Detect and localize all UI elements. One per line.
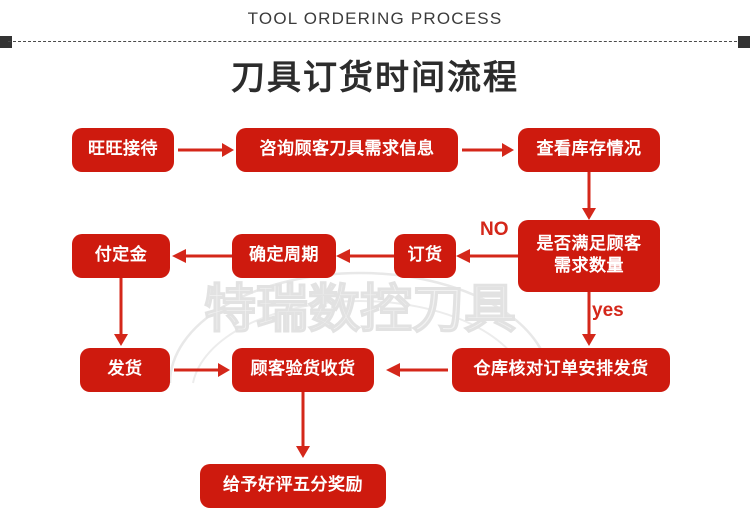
divider-cap-right [738, 36, 750, 48]
divider-dashed-line [8, 41, 742, 42]
node-five-star-review-reward[interactable]: 给予好评五分奖励 [200, 464, 386, 508]
arrow-n2-to-n3 [462, 142, 514, 158]
arrow-n3-to-n4 [580, 172, 598, 220]
node-consult-customer-tool-needs[interactable]: 咨询顾客刀具需求信息 [236, 128, 458, 172]
edge-label-yes: yes [592, 300, 624, 321]
edge-label-no: NO [480, 219, 509, 240]
arrow-n6-to-n7 [172, 248, 232, 264]
arrow-n7-to-n8 [112, 278, 130, 346]
node-meets-customer-demand-quantity[interactable]: 是否满足顾客 需求数量 [518, 220, 660, 292]
arrow-n9-to-n11 [294, 392, 312, 458]
arrow-n4-to-n10 [580, 292, 598, 346]
node-pay-deposit[interactable]: 付定金 [72, 234, 170, 278]
arrow-n8-to-n9 [174, 362, 230, 378]
eyebrow-title: TOOL ORDERING PROCESS [247, 9, 503, 28]
node-confirm-lead-time[interactable]: 确定周期 [232, 234, 336, 278]
arrow-n4-to-n5 [456, 248, 518, 264]
page-title: 刀具订货时间流程 [231, 58, 519, 98]
node-place-order[interactable]: 订货 [394, 234, 456, 278]
header-divider [0, 36, 750, 48]
node-check-inventory[interactable]: 查看库存情况 [518, 128, 660, 172]
node-customer-inspect-receive[interactable]: 顾客验货收货 [232, 348, 374, 392]
node-ship-goods[interactable]: 发货 [80, 348, 170, 392]
arrow-n1-to-n2 [178, 142, 234, 158]
node-warehouse-verify-order-arrange-shipment[interactable]: 仓库核对订单安排发货 [452, 348, 670, 392]
divider-cap-left [0, 36, 12, 48]
watermark-text: 特瑞数控刀具 [204, 280, 516, 340]
arrow-n10-to-n9 [386, 362, 448, 378]
arrow-n5-to-n6 [336, 248, 394, 264]
node-wangwang-reception[interactable]: 旺旺接待 [72, 128, 174, 172]
